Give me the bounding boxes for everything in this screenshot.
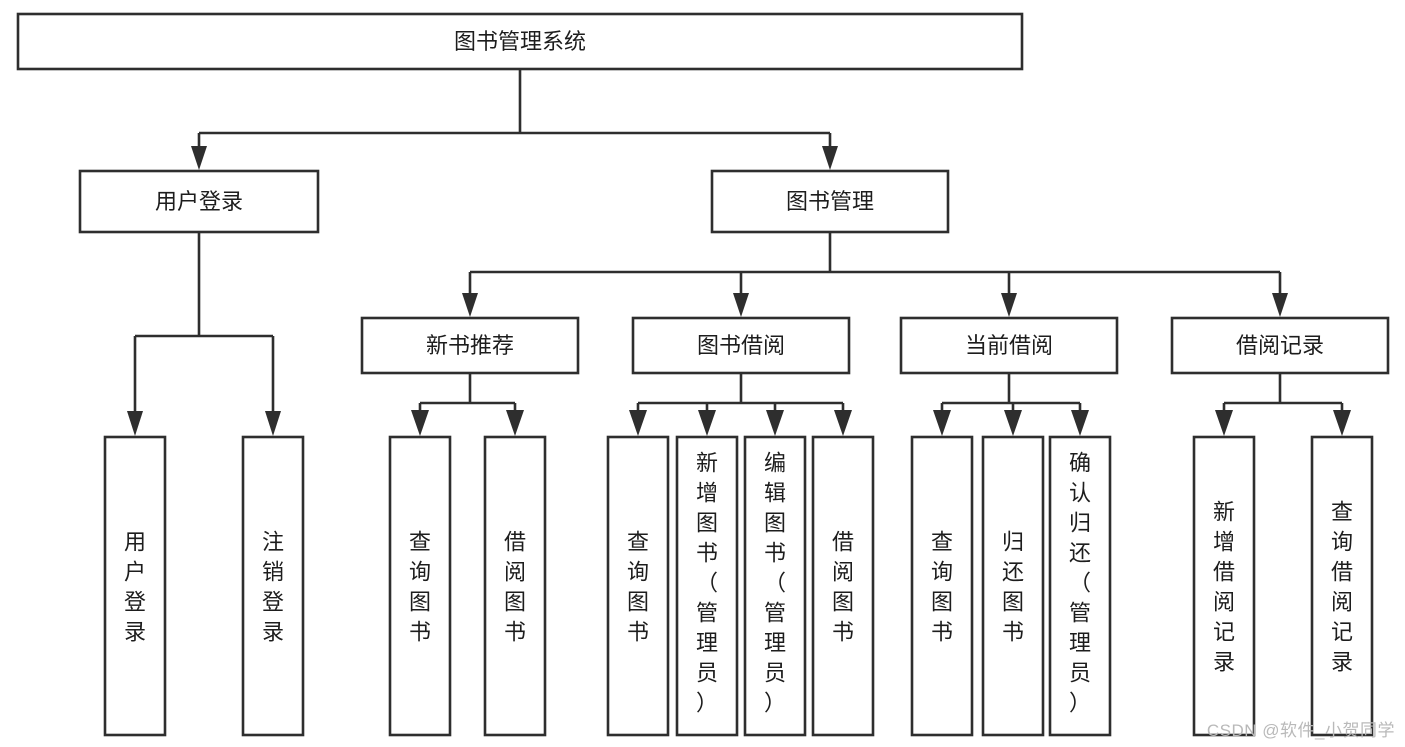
node-book-manage-box[interactable] [710,169,950,234]
arrow-head-leaf-logout-login [265,411,281,436]
node-root-box[interactable] [16,12,1024,71]
arrow-head-leaf-add-borrow-record [1215,410,1233,436]
node-root-label: 图书管理系统 [454,29,586,54]
node-leaf-borrow-book-1[interactable]: 借阅图书 [483,435,547,737]
node-leaf-query-book-3[interactable]: 查询图书 [910,435,974,737]
node-leaf-return-book-box[interactable] [981,435,1045,737]
connector-group [127,69,1351,436]
node-leaf-edit-book-admin-box[interactable] [743,435,807,737]
node-leaf-add-borrow-record-box[interactable] [1192,435,1256,737]
arrow-head-leaf-query-book-2 [629,410,647,436]
node-leaf-edit-book-admin[interactable]: 编辑图书（管理员） [743,435,807,737]
arrow-head-new-book-recommend [462,293,478,317]
node-current-borrow-label: 当前借阅 [965,333,1053,358]
node-leaf-query-borrow-record[interactable]: 查询借阅记录 [1310,435,1374,737]
node-leaf-add-borrow-record-label: 新增借阅记录 [1213,499,1235,674]
node-borrow-record-label: 借阅记录 [1236,333,1324,358]
arrow-head-current-borrow [1001,293,1017,317]
node-leaf-query-book-2[interactable]: 查询图书 [606,435,670,737]
leaf-node-group: 用户登录 注销登录 查询图书 借阅图书 查询图书 新增图书（管理员） [103,435,1374,737]
node-leaf-add-book-admin-label: 新增图书（管理员） [696,450,718,715]
arrow-head-leaf-borrow-book-1 [506,410,524,436]
node-root[interactable]: 图书管理系统 [16,12,1024,71]
node-leaf-user-login-label: 用户登录 [124,529,146,644]
arrow-head-book-borrow [733,293,749,317]
node-leaf-borrow-book-1-box[interactable] [483,435,547,737]
node-leaf-add-borrow-record[interactable]: 新增借阅记录 [1192,435,1256,737]
arrow-head-leaf-confirm-return-admin [1071,410,1089,436]
node-book-manage[interactable]: 图书管理 [710,169,950,234]
watermark-text: CSDN @软件_小贺同学 [1206,721,1395,740]
node-leaf-query-book-2-label: 查询图书 [627,529,649,644]
node-borrow-record[interactable]: 借阅记录 [1170,316,1390,375]
node-leaf-query-book-1[interactable]: 查询图书 [388,435,452,737]
node-leaf-borrow-book-2-label: 借阅图书 [832,529,854,644]
node-leaf-query-book-3-label: 查询图书 [931,529,953,644]
node-leaf-add-book-admin[interactable]: 新增图书（管理员） [675,435,739,737]
arrow-head-user-login [191,146,207,170]
node-new-book-recommend[interactable]: 新书推荐 [360,316,580,375]
node-leaf-user-login[interactable]: 用户登录 [103,435,167,737]
node-leaf-return-book-label: 归还图书 [1002,529,1024,644]
node-borrow-record-box[interactable] [1170,316,1390,375]
arrow-head-leaf-user-login [127,411,143,436]
node-current-borrow[interactable]: 当前借阅 [899,316,1119,375]
node-leaf-borrow-book-1-label: 借阅图书 [504,529,526,644]
node-leaf-confirm-return-admin-label: 确认归还（管理员） [1069,450,1091,715]
node-leaf-query-book-1-label: 查询图书 [409,529,431,644]
node-leaf-query-book-1-box[interactable] [388,435,452,737]
node-new-book-recommend-box[interactable] [360,316,580,375]
node-leaf-query-book-2-box[interactable] [606,435,670,737]
node-book-borrow[interactable]: 图书借阅 [631,316,851,375]
arrow-head-leaf-query-book-1 [411,410,429,436]
arrow-head-leaf-query-book-3 [933,410,951,436]
arrow-head-leaf-add-book-admin [698,410,716,436]
node-leaf-query-book-3-box[interactable] [910,435,974,737]
node-leaf-add-book-admin-box[interactable] [675,435,739,737]
node-leaf-confirm-return-admin[interactable]: 确认归还（管理员） [1048,435,1112,737]
node-leaf-borrow-book-2-box[interactable] [811,435,875,737]
node-leaf-logout-login-label: 注销登录 [262,529,284,644]
arrow-head-leaf-query-borrow-record [1333,410,1351,436]
arrow-head-book-manage [822,146,838,170]
node-current-borrow-box[interactable] [899,316,1119,375]
arrow-head-leaf-borrow-book-2 [834,410,852,436]
arrow-head-leaf-edit-book-admin [766,410,784,436]
node-user-login[interactable]: 用户登录 [78,169,320,234]
node-leaf-query-borrow-record-box[interactable] [1310,435,1374,737]
node-leaf-confirm-return-admin-box[interactable] [1048,435,1112,737]
node-leaf-user-login-box[interactable] [103,435,167,737]
node-leaf-borrow-book-2[interactable]: 借阅图书 [811,435,875,737]
node-book-borrow-label: 图书借阅 [697,333,785,358]
node-leaf-logout-login-box[interactable] [241,435,305,737]
node-leaf-logout-login[interactable]: 注销登录 [241,435,305,737]
arrow-head-borrow-record [1272,293,1288,317]
arrow-head-leaf-return-book [1004,410,1022,436]
node-leaf-edit-book-admin-label: 编辑图书（管理员） [764,450,786,715]
node-user-login-box[interactable] [78,169,320,234]
node-leaf-return-book[interactable]: 归还图书 [981,435,1045,737]
node-user-login-label: 用户登录 [155,189,243,214]
node-book-manage-label: 图书管理 [786,189,874,214]
node-book-borrow-box[interactable] [631,316,851,375]
node-leaf-query-borrow-record-label: 查询借阅记录 [1331,499,1353,674]
node-new-book-recommend-label: 新书推荐 [426,333,514,358]
